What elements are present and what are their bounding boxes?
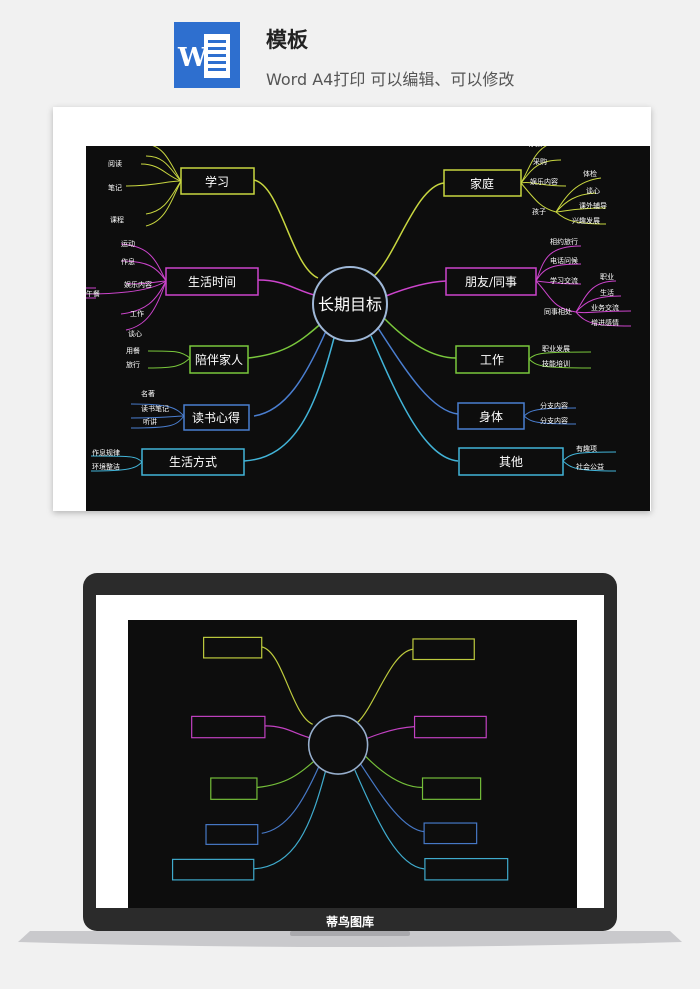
leaf-life-time-2: 作息 bbox=[121, 257, 135, 266]
branch-family-label: 家庭 bbox=[470, 176, 494, 191]
leaf-friends-3: 学习交流 bbox=[550, 276, 578, 285]
branch-reading-label: 读书心得 bbox=[192, 410, 240, 425]
leaf-friends-5: 生活 bbox=[600, 288, 614, 297]
leaf-reading-2: 读书笔记 bbox=[141, 404, 169, 413]
leaf-friends-2: 电话问候 bbox=[550, 256, 578, 265]
leaf-life-time-4: 午餐 bbox=[86, 289, 100, 298]
branch-other-label: 其他 bbox=[499, 455, 523, 469]
leaf-friends-4: 职业 bbox=[600, 272, 614, 281]
leaf-family-3: 娱乐内容 bbox=[530, 177, 558, 186]
branch-body-label: 身体 bbox=[479, 409, 503, 424]
watermark-text: 蒂鸟图库 bbox=[326, 914, 374, 929]
page-subtitle: Word A4打印 可以编辑、可以修改 bbox=[266, 70, 515, 89]
leaf-company-2: 旅行 bbox=[126, 360, 140, 369]
branch-life-time: 生活时间 运动 作息 娱乐内容 午餐 工作 谈心 bbox=[76, 239, 259, 338]
leaf-study-3: 课程 bbox=[110, 215, 124, 224]
leaf-life-time-6: 谈心 bbox=[128, 329, 142, 338]
mindmap: 长期目标 学习 阅读 笔记 课程 生活时间 bbox=[76, 139, 632, 476]
branch-study-label: 学习 bbox=[205, 174, 229, 189]
mindmap-panel: 长期目标 学习 阅读 笔记 课程 生活时间 bbox=[76, 139, 650, 511]
leaf-family-8: 兴趣发展 bbox=[572, 216, 600, 225]
leaf-body-1: 分支内容 bbox=[540, 401, 568, 410]
leaf-lifestyle-2: 环境整洁 bbox=[92, 462, 120, 471]
leaf-reading-1: 名著 bbox=[141, 389, 155, 398]
leaf-company-1: 用餐 bbox=[126, 346, 140, 355]
leaf-life-time-5: 工作 bbox=[130, 309, 144, 318]
page-title: 模板 bbox=[266, 28, 308, 52]
branch-lifestyle: 生活方式 作息规律 环境整洁 bbox=[90, 448, 245, 476]
leaf-friends-8: 增进感情 bbox=[591, 318, 619, 327]
leaf-other-2: 社会公益 bbox=[576, 462, 604, 471]
leaf-lifestyle-1: 作息规律 bbox=[92, 448, 120, 457]
leaf-friends-6: 同事相处 bbox=[544, 307, 572, 316]
leaf-family-2: 采购 bbox=[533, 157, 547, 166]
branch-study: 学习 阅读 笔记 课程 bbox=[108, 143, 255, 227]
word-document-icon: W bbox=[174, 22, 240, 88]
branch-work: 工作 职业发展 技能培训 bbox=[455, 344, 592, 374]
leaf-family-7: 课外辅导 bbox=[579, 201, 607, 210]
leaf-reading-3: 听讲 bbox=[143, 417, 157, 426]
branch-company: 陪伴家人 用餐 旅行 bbox=[126, 345, 249, 374]
branch-friends: 朋友/同事 相约旅行 电话问候 学习交流 职业 生活 同事相处 业务交流 增进感… bbox=[445, 237, 632, 327]
leaf-family-6: 孩子 bbox=[532, 207, 546, 216]
leaf-friends-7: 业务交流 bbox=[591, 303, 619, 312]
mindmap-center: 长期目标 bbox=[318, 295, 382, 314]
leaf-life-time-1: 运动 bbox=[121, 239, 135, 248]
leaf-family-4: 体检 bbox=[583, 169, 597, 178]
leaf-life-time-3: 娱乐内容 bbox=[124, 280, 152, 289]
branch-family: 家庭 存款 采购 娱乐内容 体检 谈心 孩子 课外辅导 兴趣发展 bbox=[443, 139, 607, 225]
branch-friends-label: 朋友/同事 bbox=[465, 275, 517, 289]
leaf-friends-1: 相约旅行 bbox=[550, 237, 578, 246]
leaf-other-1: 有趣项 bbox=[576, 444, 597, 453]
word-icon-letter: W bbox=[177, 43, 208, 73]
branch-reading: 读书心得 名著 读书笔记 听讲 bbox=[130, 389, 250, 431]
leaf-study-2: 笔记 bbox=[108, 183, 122, 192]
branch-work-label: 工作 bbox=[480, 353, 504, 367]
branch-lifestyle-label: 生活方式 bbox=[169, 454, 217, 469]
leaf-work-1: 职业发展 bbox=[542, 344, 570, 353]
branch-body: 身体 分支内容 分支内容 bbox=[457, 401, 577, 430]
leaf-study-1: 阅读 bbox=[108, 159, 122, 168]
leaf-family-5: 谈心 bbox=[586, 186, 600, 195]
branch-life-time-label: 生活时间 bbox=[188, 275, 236, 289]
laptop-mockup: 蒂鸟图库 bbox=[18, 573, 682, 947]
branch-other: 其他 有趣项 社会公益 bbox=[458, 444, 617, 476]
leaf-family-1: 存款 bbox=[528, 146, 542, 148]
branch-company-label: 陪伴家人 bbox=[195, 352, 243, 367]
leaf-work-2: 技能培训 bbox=[542, 359, 570, 368]
leaf-body-2: 分支内容 bbox=[540, 416, 568, 425]
